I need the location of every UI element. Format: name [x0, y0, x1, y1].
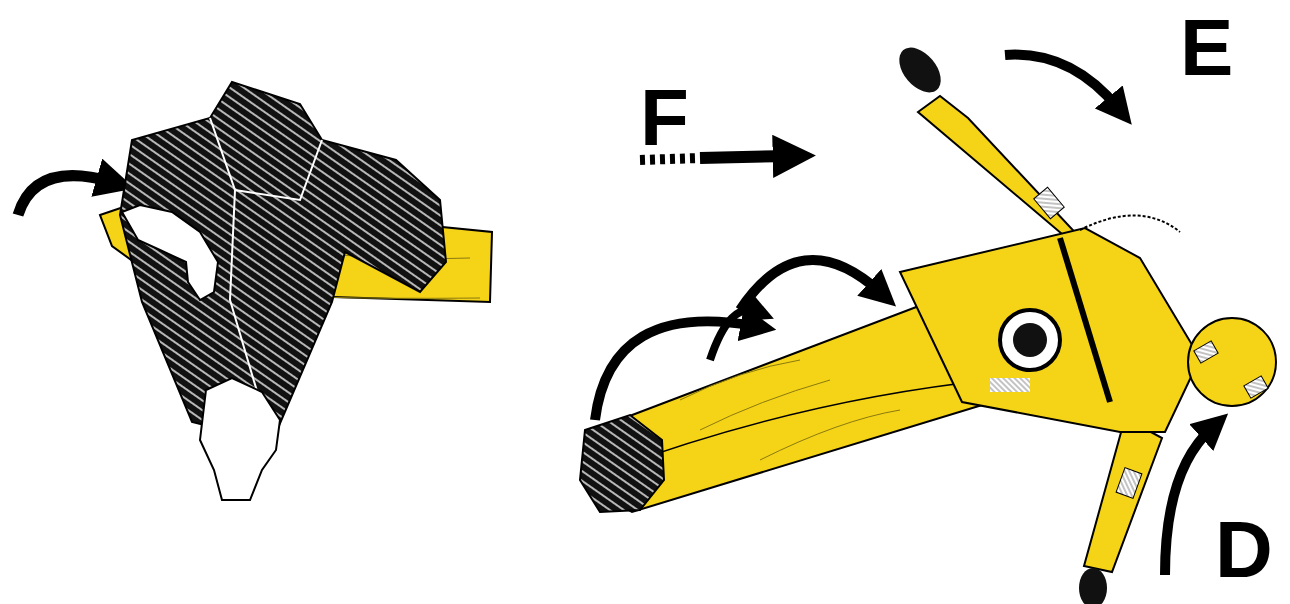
leg-crease	[680, 360, 900, 460]
reflective-patch	[1194, 341, 1218, 363]
suit-torso	[900, 228, 1200, 432]
folded-boot	[120, 82, 446, 442]
callout-letter: D	[1215, 510, 1273, 590]
fold-arrow	[18, 176, 112, 215]
hand	[122, 205, 218, 300]
leg-seam	[610, 380, 990, 470]
callout-letter: E	[1180, 8, 1233, 88]
direction-arrow	[700, 156, 790, 158]
logo-badge	[1000, 310, 1060, 370]
boot-fold-panel	[18, 82, 492, 500]
folded-boot	[580, 415, 664, 512]
suit-arm	[1084, 418, 1162, 572]
fold-arrow	[1005, 55, 1118, 108]
hand	[200, 378, 280, 500]
chest-panel	[990, 378, 1030, 392]
belt	[1060, 238, 1110, 402]
suit-panel	[580, 40, 1276, 604]
reflective-patch	[1116, 468, 1142, 499]
zipper	[1080, 215, 1180, 232]
glove	[1079, 568, 1107, 604]
fold-arrow	[595, 321, 755, 420]
reflective-patch	[1034, 187, 1065, 218]
hood	[1188, 318, 1276, 406]
logo-badge	[1013, 323, 1047, 357]
glove	[891, 40, 949, 100]
fold-arrow	[1165, 428, 1212, 575]
direction-arrow	[640, 158, 700, 160]
reflective-patch	[1244, 376, 1268, 398]
callout-letter: F	[640, 78, 689, 158]
fold-arrow	[710, 310, 758, 360]
fold-arrow	[740, 260, 880, 310]
boot-edge	[210, 118, 322, 200]
